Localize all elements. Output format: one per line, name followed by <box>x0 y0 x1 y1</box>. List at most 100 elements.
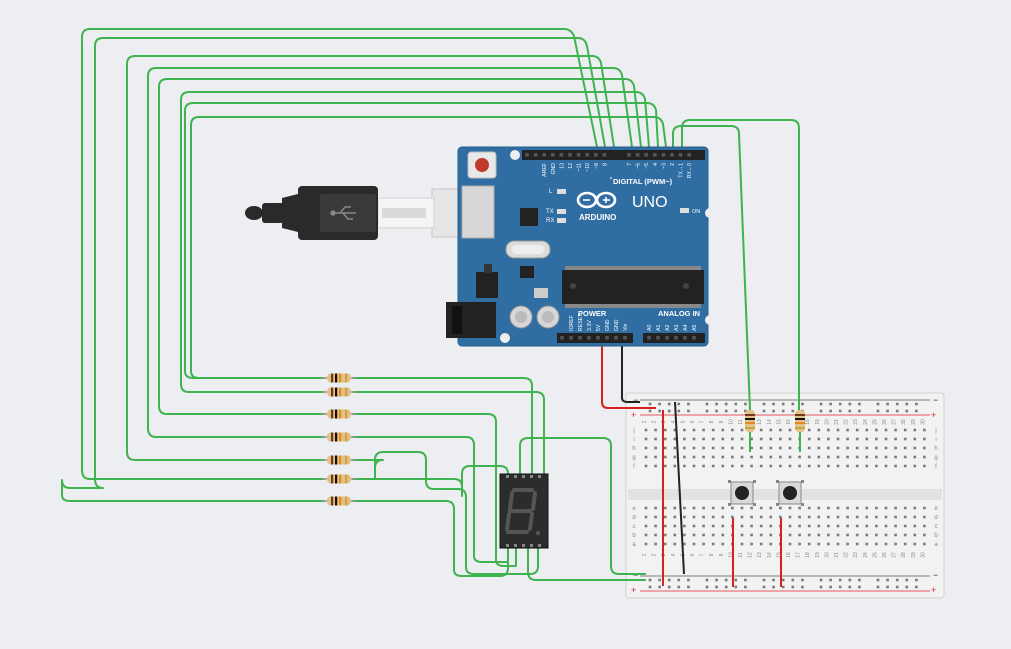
rail-hole[interactable] <box>687 578 690 582</box>
breadboard-hole[interactable] <box>731 515 734 519</box>
breadboard-hole[interactable] <box>644 533 648 537</box>
breadboard-hole[interactable] <box>884 437 888 441</box>
wires-resistors-to-display[interactable] <box>352 377 646 581</box>
rail-hole[interactable] <box>829 578 832 582</box>
breadboard-hole[interactable] <box>769 533 773 537</box>
breadboard-hole[interactable] <box>894 506 897 510</box>
rail-hole[interactable] <box>876 402 880 406</box>
wires-digital-to-resistors[interactable] <box>61 28 667 502</box>
breadboard-hole[interactable] <box>913 455 917 459</box>
breadboard-hole[interactable] <box>817 446 821 450</box>
breadboard-hole[interactable] <box>913 506 917 510</box>
breadboard-hole[interactable] <box>846 506 849 510</box>
rail-hole[interactable] <box>687 402 690 406</box>
rail-hole[interactable] <box>858 402 861 406</box>
rail-hole[interactable] <box>781 402 785 406</box>
breadboard-hole[interactable] <box>654 533 657 537</box>
breadboard-hole[interactable] <box>903 464 907 468</box>
breadboard-hole[interactable] <box>721 437 725 441</box>
breadboard-hole[interactable] <box>663 524 667 528</box>
breadboard-hole[interactable] <box>855 506 859 510</box>
breadboard-hole[interactable] <box>817 437 821 441</box>
breadboard-hole[interactable] <box>721 533 725 537</box>
breadboard-hole[interactable] <box>702 437 705 441</box>
breadboard-hole[interactable] <box>923 524 926 528</box>
header-pin[interactable] <box>576 153 581 157</box>
digital-header[interactable] <box>525 153 691 157</box>
breadboard-hole[interactable] <box>702 455 705 459</box>
breadboard-hole[interactable] <box>788 533 792 537</box>
rail-hole[interactable] <box>876 585 880 589</box>
breadboard-hole[interactable] <box>855 437 859 441</box>
rail-hole[interactable] <box>705 402 709 406</box>
breadboard-hole[interactable] <box>817 515 821 519</box>
rail-hole[interactable] <box>744 578 747 582</box>
breadboard-hole[interactable] <box>654 506 657 510</box>
header-pin[interactable] <box>635 153 640 157</box>
breadboard-hole[interactable] <box>836 446 840 450</box>
header-pin[interactable] <box>602 153 607 157</box>
breadboard-hole[interactable] <box>644 428 648 432</box>
breadboard-hole[interactable] <box>673 506 677 510</box>
rail-hole[interactable] <box>667 402 671 406</box>
header-pin[interactable] <box>585 153 589 157</box>
breadboard-hole[interactable] <box>654 464 657 468</box>
rail-hole[interactable] <box>819 578 823 582</box>
breadboard-hole[interactable] <box>673 437 677 441</box>
breadboard-hole[interactable] <box>711 524 715 528</box>
breadboard-hole[interactable] <box>903 533 907 537</box>
wire[interactable] <box>184 102 659 379</box>
rail-hole[interactable] <box>734 409 738 413</box>
breadboard-hole[interactable] <box>827 437 830 441</box>
resistors[interactable] <box>322 373 356 506</box>
breadboard-hole[interactable] <box>702 428 705 432</box>
breadboard-hole[interactable] <box>875 428 878 432</box>
wire-button-1[interactable] <box>672 125 751 411</box>
breadboard-hole[interactable] <box>846 533 849 537</box>
breadboard-hole[interactable] <box>913 428 917 432</box>
breadboard-hole[interactable] <box>759 428 763 432</box>
breadboard-hole[interactable] <box>683 428 686 432</box>
breadboard-hole[interactable] <box>817 524 821 528</box>
header-pin[interactable] <box>687 153 691 157</box>
breadboard-hole[interactable] <box>884 506 888 510</box>
breadboard-hole[interactable] <box>875 455 878 459</box>
rail-hole[interactable] <box>772 402 775 406</box>
seven-segment-display[interactable] <box>499 473 549 549</box>
breadboard-hole[interactable] <box>769 446 773 450</box>
breadboard-hole[interactable] <box>855 428 859 432</box>
rail-hole[interactable] <box>677 409 681 413</box>
breadboard-hole[interactable] <box>673 446 677 450</box>
breadboard-hole[interactable] <box>836 533 840 537</box>
breadboard-hole[interactable] <box>827 428 830 432</box>
rail-hole[interactable] <box>658 585 661 589</box>
wire-button-2[interactable] <box>681 119 800 410</box>
header-pin[interactable] <box>661 153 666 157</box>
rail-hole[interactable] <box>858 409 861 413</box>
header-pin[interactable] <box>596 336 600 340</box>
breadboard-hole[interactable] <box>769 455 773 459</box>
header-pin[interactable] <box>594 153 598 157</box>
breadboard-hole[interactable] <box>702 533 705 537</box>
rail-hole[interactable] <box>848 578 852 582</box>
breadboard-hole[interactable] <box>894 464 897 468</box>
breadboard-hole[interactable] <box>769 437 773 441</box>
breadboard-hole[interactable] <box>923 455 926 459</box>
breadboard-hole[interactable] <box>798 455 801 459</box>
breadboard-hole[interactable] <box>827 446 830 450</box>
rail-hole[interactable] <box>744 409 747 413</box>
header-pin[interactable] <box>644 153 648 157</box>
breadboard-hole[interactable] <box>779 446 782 450</box>
breadboard-hole[interactable] <box>903 515 907 519</box>
breadboard-hole[interactable] <box>759 455 763 459</box>
wire[interactable] <box>147 67 633 438</box>
breadboard-hole[interactable] <box>654 446 657 450</box>
wire[interactable] <box>527 548 646 581</box>
breadboard-hole[interactable] <box>692 428 696 432</box>
rail-hole[interactable] <box>915 585 918 589</box>
breadboard-hole[interactable] <box>683 437 686 441</box>
wire[interactable] <box>158 78 642 415</box>
usb-cable[interactable] <box>245 186 495 240</box>
breadboard-hole[interactable] <box>721 542 725 546</box>
breadboard-hole[interactable] <box>884 455 888 459</box>
